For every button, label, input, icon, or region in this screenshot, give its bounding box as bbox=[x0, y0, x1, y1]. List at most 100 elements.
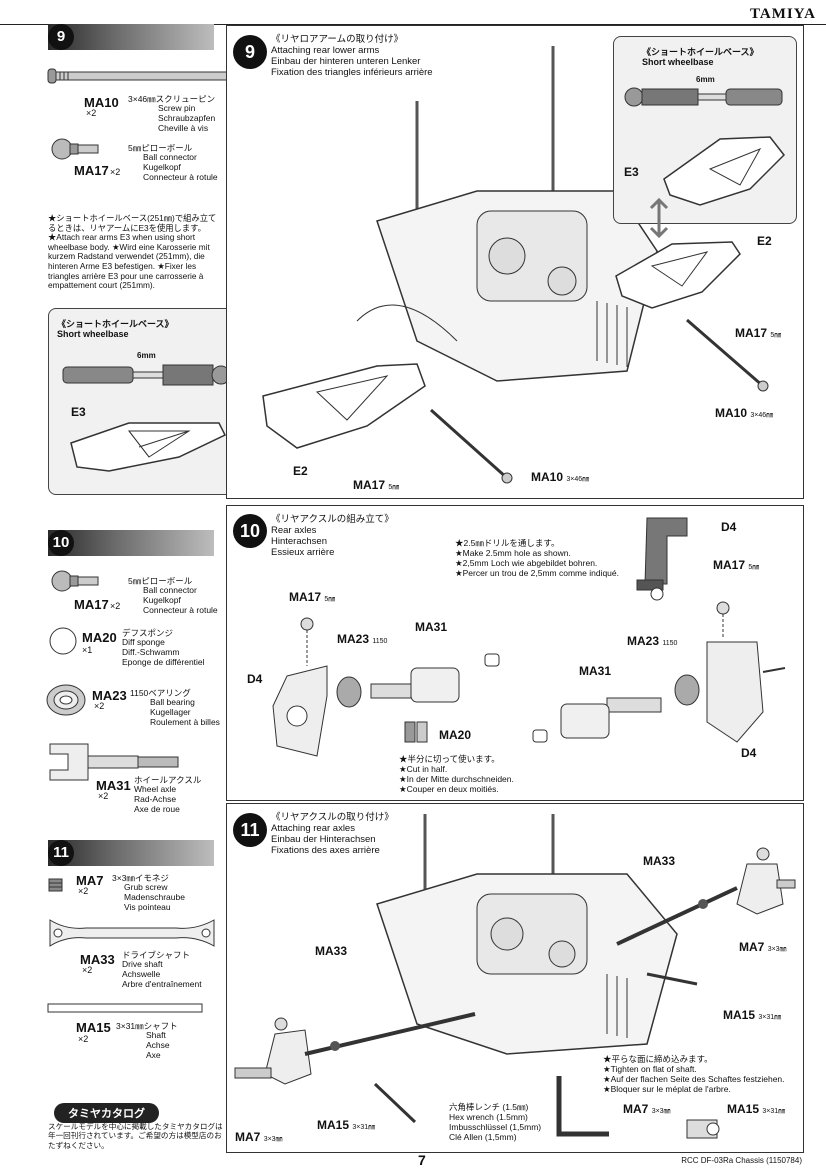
part-name-de: Kugellager bbox=[150, 707, 191, 717]
part-name-en: Ball bearing bbox=[150, 697, 195, 707]
left-axle-assembly-drawing bbox=[272, 617, 500, 757]
diff-sponge-icon bbox=[49, 627, 77, 655]
inset-title-en: Short wheelbase bbox=[642, 57, 714, 67]
label-d4-left: D4 bbox=[247, 672, 263, 686]
part-qty: ×2 bbox=[94, 701, 105, 711]
part-name-de: Madenschraube bbox=[124, 892, 185, 902]
step9-number: 9 bbox=[48, 24, 74, 50]
drill-note-de: ★2,5mm Loch wie abgebildet bohren. bbox=[455, 558, 598, 568]
part-qty: ×2 bbox=[110, 601, 121, 611]
page-number: 7 bbox=[418, 1152, 426, 1168]
catalog-badge: タミヤカタログ bbox=[54, 1103, 159, 1123]
drill-note-jp: ★2.5㎜ドリルを通します。 bbox=[455, 538, 560, 548]
part-name-de: Achswelle bbox=[122, 969, 161, 979]
step9-panel: 9 《リヤロアアームの取り付け》 Attaching rear lower ar… bbox=[226, 25, 804, 499]
part-code: MA33 bbox=[80, 952, 115, 967]
part-code: MA31 bbox=[96, 778, 131, 793]
part-qty: ×2 bbox=[78, 1034, 89, 1044]
arm-e2-right bbox=[615, 241, 741, 309]
label-ma15-right: MA15 3×31㎜ bbox=[723, 1008, 782, 1022]
step-title-fr: Fixations des axes arrière bbox=[271, 845, 380, 856]
part-jp-name: 3×46㎜スクリューピン bbox=[128, 94, 216, 104]
part-jp-name: デフスポンジ bbox=[122, 628, 174, 638]
part-name-en: Ball connector bbox=[143, 152, 197, 162]
wheel-axle-icon bbox=[49, 743, 179, 781]
part-name-de: Diff.-Schwamm bbox=[122, 647, 180, 657]
part-name-fr: Connecteur à rotule bbox=[143, 605, 218, 615]
step9-circle: 9 bbox=[233, 35, 267, 69]
turnbuckle-icon bbox=[62, 364, 231, 386]
brand-logo: TAMIYA bbox=[749, 6, 816, 22]
inset-title-en: Short wheelbase bbox=[57, 329, 129, 339]
short-wheelbase-note: ★ショートホイールベース(251㎜)で組み立てるときは、リヤアームにE3を使用し… bbox=[48, 213, 217, 291]
part-qty: ×2 bbox=[78, 886, 89, 896]
part-jp-name: 5㎜ピローボール bbox=[128, 576, 193, 586]
step-title-jp: 《リヤロアアームの取り付け》 bbox=[271, 34, 404, 45]
part-name-de: Kugelkopf bbox=[143, 162, 181, 172]
part-code: MA10 bbox=[84, 95, 119, 110]
arm-e3-icon bbox=[70, 422, 227, 472]
drill-note-fr: ★Percer un trou de 2,5mm comme indiqué. bbox=[455, 568, 619, 578]
step-title-de: Einbau der Hinterachsen bbox=[271, 834, 376, 845]
part-name-fr: Vis pointeau bbox=[124, 902, 171, 912]
part-name-en: Screw pin bbox=[158, 103, 196, 113]
shaft-icon bbox=[47, 1003, 203, 1013]
drill-note-en: ★Make 2.5mm hole as shown. bbox=[455, 548, 571, 558]
part-jp-name: ドライブシャフト bbox=[122, 950, 191, 960]
ball-connector-icon bbox=[51, 570, 99, 592]
inset-title-jp: 《ショートホイールベース》 bbox=[642, 47, 759, 57]
header-rule bbox=[0, 24, 826, 25]
part-qty: ×2 bbox=[82, 965, 93, 975]
inset-dimension: 6mm bbox=[696, 75, 715, 84]
step-title-fr: Essieux arrière bbox=[271, 547, 335, 558]
label-d4-right: D4 bbox=[741, 746, 757, 760]
part-name-fr: Cheville à vis bbox=[158, 123, 209, 133]
label-ma17-right: MA17 5㎜ bbox=[713, 558, 760, 572]
part-qty: ×2 bbox=[86, 108, 97, 118]
inset-title-jp: 《ショートホイールベース》 bbox=[57, 319, 174, 329]
label-e2: E2 bbox=[757, 234, 772, 248]
swap-arrow-icon bbox=[649, 197, 669, 239]
step10-bar bbox=[48, 530, 214, 556]
part-name-fr: Axe de roue bbox=[134, 804, 180, 814]
step-title-en: Attaching rear axles bbox=[271, 823, 355, 834]
step11-circle: 11 bbox=[233, 813, 267, 847]
right-axle-assembly-drawing bbox=[532, 601, 786, 743]
part-name-fr: Arbre d'entraînement bbox=[122, 979, 202, 989]
part-jp-name: 5㎜ピローボール bbox=[128, 143, 193, 153]
left-driveshaft-drawing bbox=[234, 1012, 476, 1124]
label-ma7-detail: MA7 3×3㎜ bbox=[623, 1102, 671, 1116]
chassis-gearbox-drawing bbox=[376, 814, 678, 1055]
step9-bar bbox=[48, 24, 214, 50]
label-e3: E3 bbox=[624, 165, 639, 179]
wrench-de: Imbusschlüssel (1,5mm) bbox=[449, 1122, 542, 1132]
part-name-en: Drive shaft bbox=[122, 959, 163, 969]
part-qty: ×2 bbox=[98, 791, 109, 801]
step-title-fr: Fixation des triangles inférieurs arrièr… bbox=[271, 67, 433, 78]
label-d4-top: D4 bbox=[721, 520, 737, 534]
hex-wrench-icon bbox=[556, 1076, 609, 1137]
label-ma15-detail: MA15 3×31㎜ bbox=[727, 1102, 786, 1116]
part-name-en: Grub screw bbox=[124, 882, 168, 892]
part-name-fr: Eponge de différentiel bbox=[122, 657, 205, 667]
flat-note-jp: ★平らな面に締め込みます。 bbox=[603, 1054, 713, 1064]
step11-bar bbox=[48, 840, 214, 866]
part-name-en: Diff sponge bbox=[122, 637, 165, 647]
part-code: MA15 bbox=[76, 1020, 111, 1035]
part-name-de: Kugelkopf bbox=[143, 595, 181, 605]
part-name-de: Achse bbox=[146, 1040, 170, 1050]
label-e2-left: E2 bbox=[293, 464, 308, 478]
part-name-fr: Connecteur à rotule bbox=[143, 172, 218, 182]
arm-e2-left bbox=[262, 363, 426, 449]
label-ma17: MA17 5㎜ bbox=[735, 326, 782, 340]
step10-circle: 10 bbox=[233, 514, 267, 548]
short-wheelbase-inset-right: 《ショートホイールベース》 Short wheelbase 6mm E3 bbox=[613, 36, 797, 224]
screw-pin-left bbox=[429, 408, 513, 484]
arm-e3-icon bbox=[663, 136, 785, 206]
label-ma33-left: MA33 bbox=[315, 944, 348, 958]
wrench-fr: Clé Allen (1,5mm) bbox=[449, 1132, 517, 1142]
label-ma23-right: MA23 1150 bbox=[627, 634, 678, 648]
label-ma33-right: MA33 bbox=[643, 854, 676, 868]
upright-d4-drill-icon bbox=[636, 517, 688, 601]
step-title-de: Hinterachsen bbox=[271, 536, 327, 547]
